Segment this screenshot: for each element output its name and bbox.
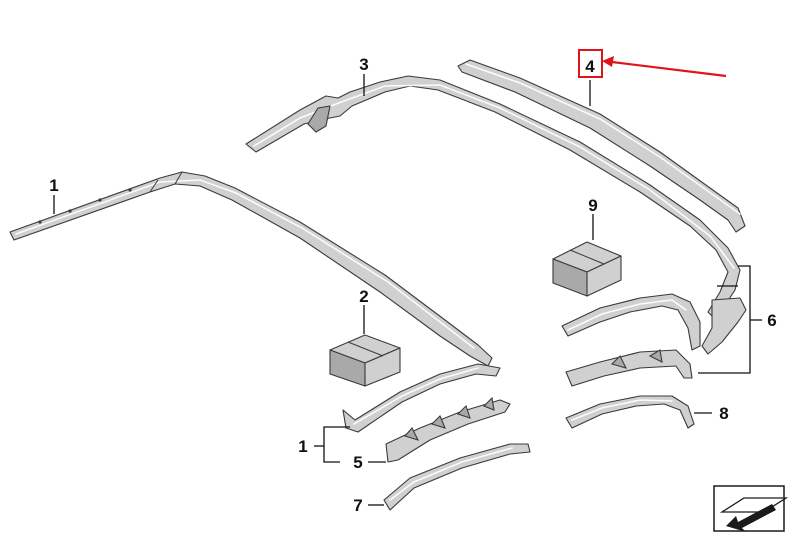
- callout-1-bottom: 1: [298, 437, 307, 456]
- callout-2: 2: [359, 287, 368, 306]
- view-direction-icon: [713, 485, 789, 532]
- callout-4: 4: [585, 57, 595, 76]
- callout-3: 3: [359, 55, 368, 74]
- part-3-roof-rail-rear[interactable]: [245, 75, 741, 319]
- callout-8: 8: [719, 404, 728, 423]
- callout-6: 6: [767, 311, 776, 330]
- part-7-trim-strip[interactable]: [383, 443, 531, 511]
- highlight-box: [578, 49, 603, 78]
- part-6-corner-trims[interactable]: [561, 293, 747, 387]
- part-1-roof-frame-left[interactable]: [9, 171, 493, 367]
- callout-1-top: 1: [49, 176, 58, 195]
- part-4-roof-seal-strip[interactable]: [457, 59, 746, 233]
- part-1-corner-trim-lower[interactable]: [342, 363, 501, 433]
- part-2-box[interactable]: [329, 334, 401, 387]
- callout-9: 9: [588, 196, 597, 215]
- leader-lines: [53, 74, 762, 506]
- part-5-bracket[interactable]: [385, 396, 511, 463]
- callout-7: 7: [353, 496, 362, 515]
- part-9-box[interactable]: [552, 241, 622, 297]
- part-8-trim-strip[interactable]: [565, 395, 695, 429]
- callout-5: 5: [353, 453, 362, 472]
- pointer-arrow-icon: [602, 56, 727, 78]
